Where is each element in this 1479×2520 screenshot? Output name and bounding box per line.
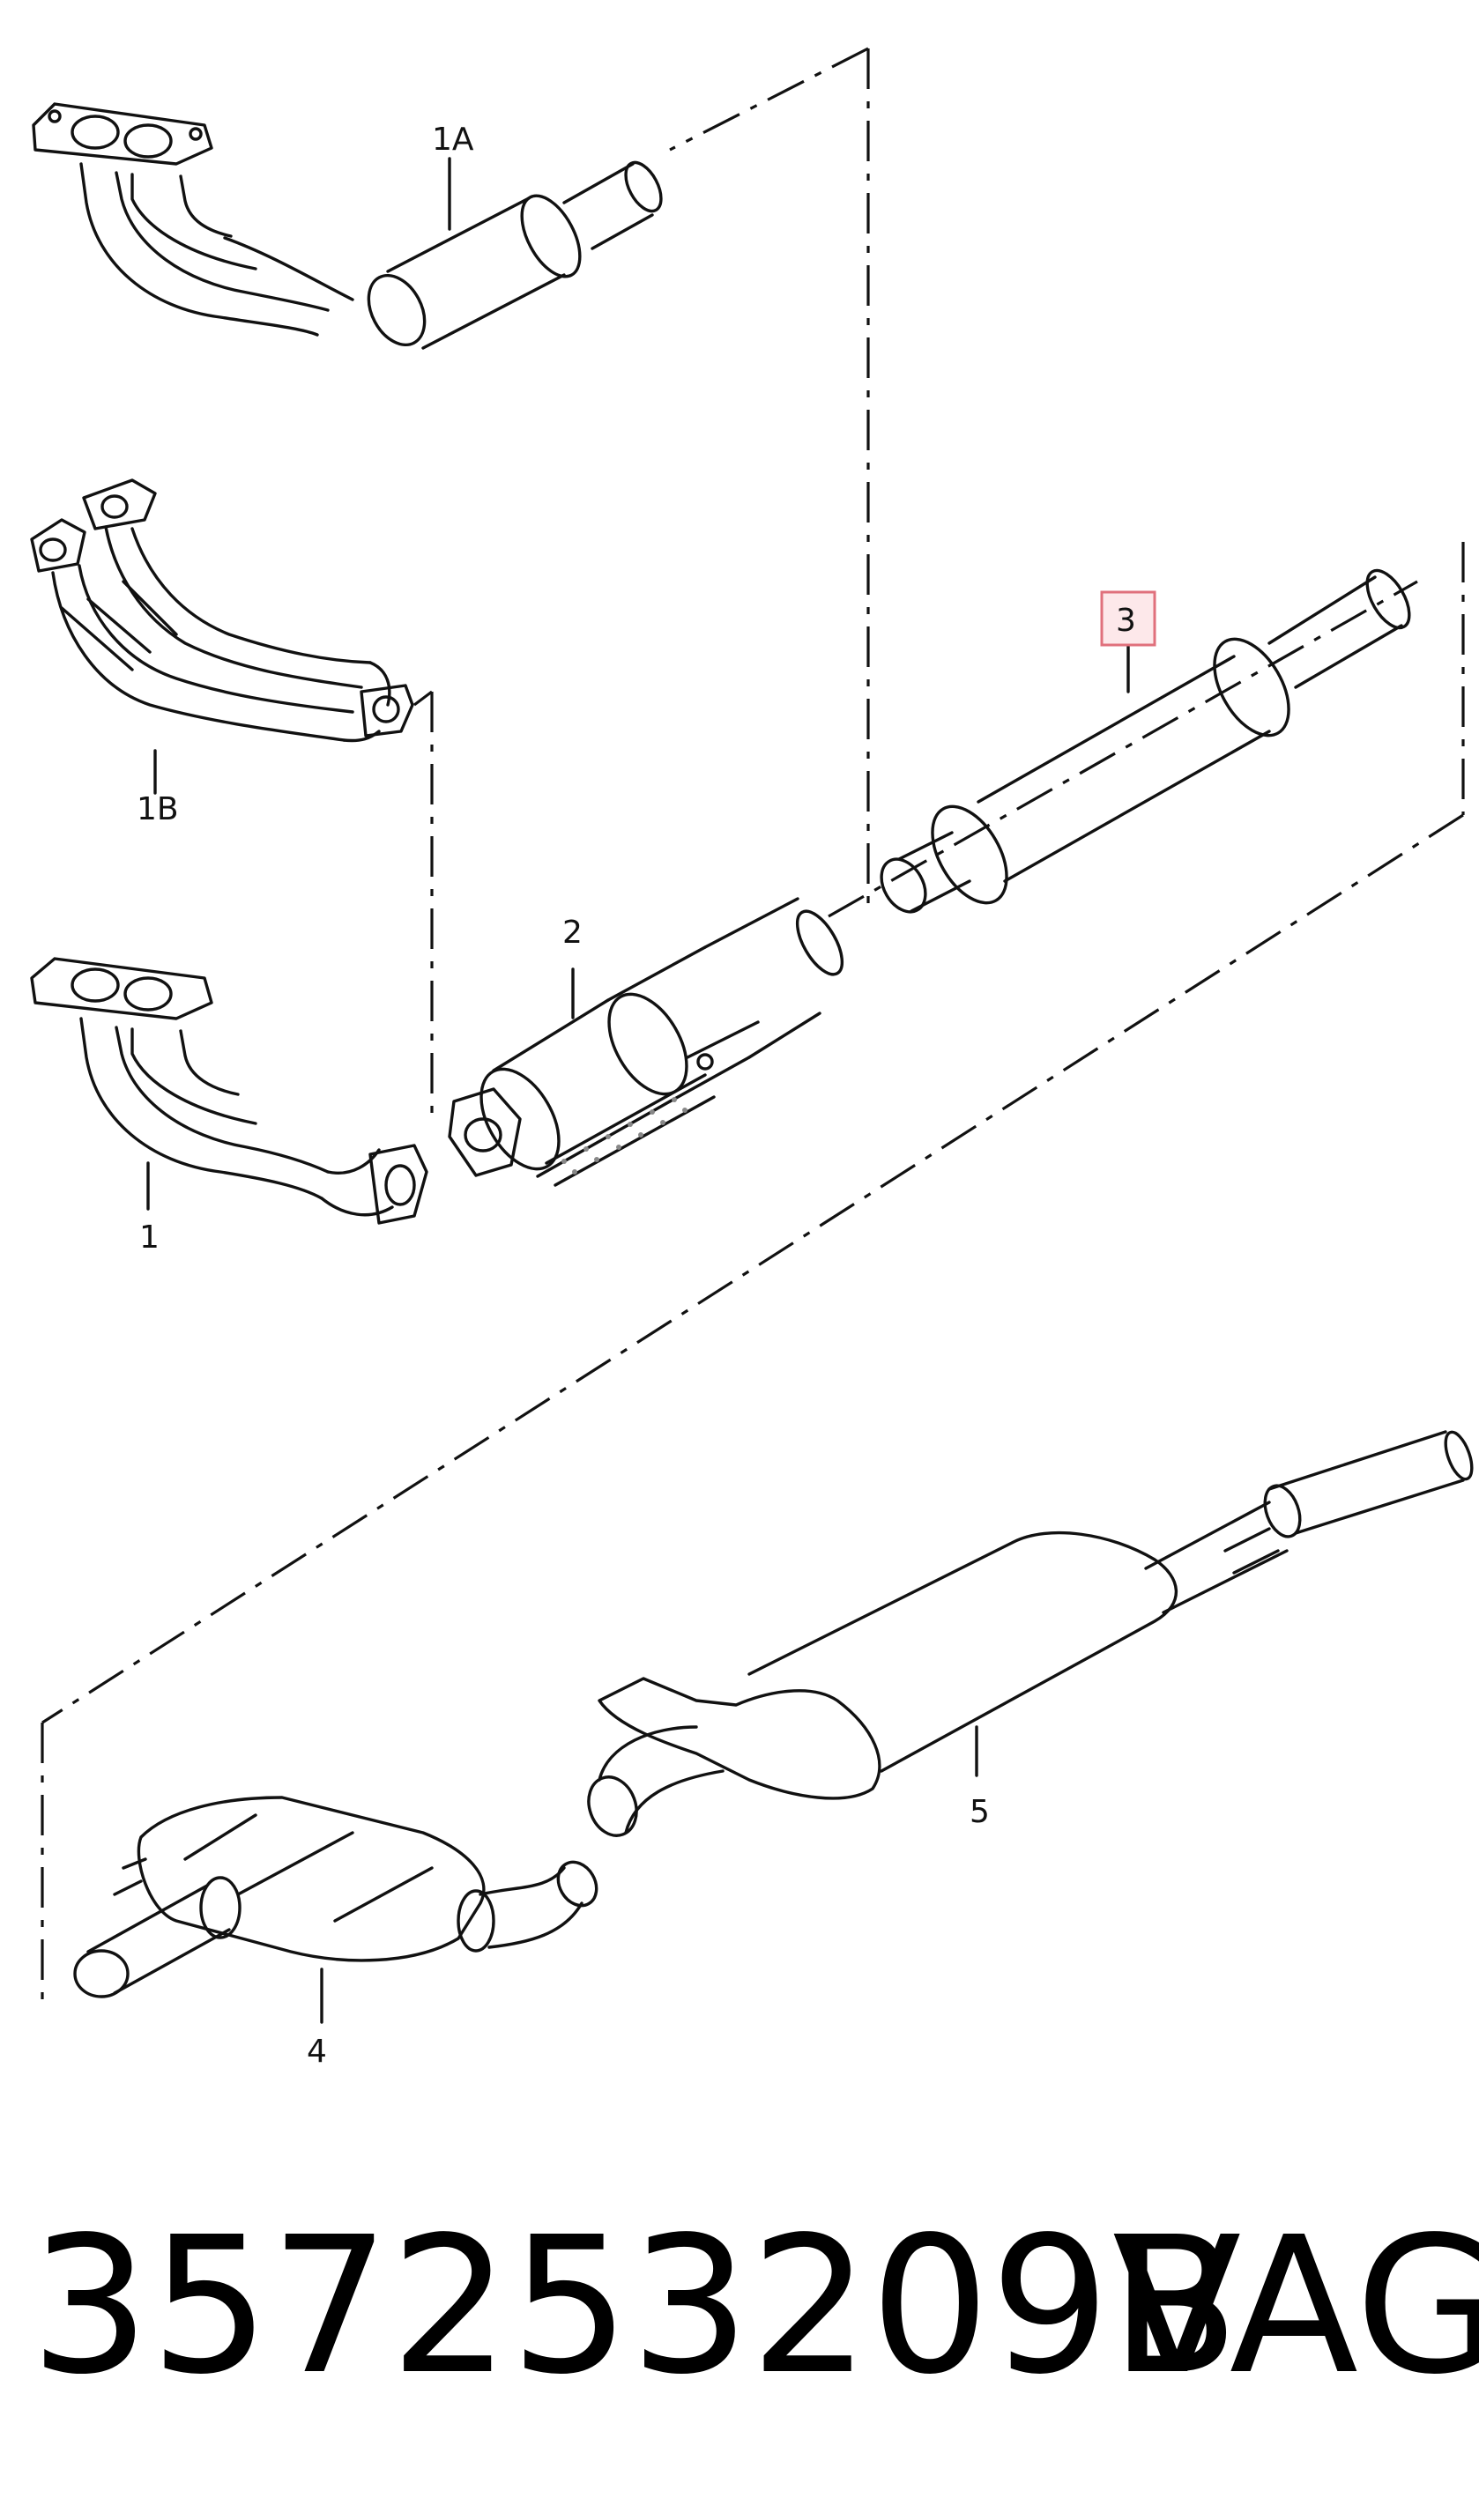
callout-1[interactable]: 1: [139, 1219, 160, 1256]
callout-2[interactable]: 2: [562, 915, 583, 951]
part-5-rear-muffler[interactable]: [581, 1429, 1477, 1842]
part-1b-header-manifold[interactable]: [30, 478, 414, 795]
svg-text:1B: 1B: [137, 791, 179, 827]
svg-text:1A: 1A: [432, 122, 474, 158]
svg-text:4: 4: [307, 2034, 327, 2070]
svg-text:1: 1: [139, 1219, 160, 1256]
catalytic-converter-heat-shield-dots: [561, 1097, 687, 1175]
part-2-catalytic-converter[interactable]: [448, 897, 851, 1187]
part-number-label: 357253209B: [30, 2197, 1240, 2416]
svg-text:2: 2: [562, 915, 583, 951]
callout-3-highlighted[interactable]: 3: [1100, 590, 1156, 647]
callout-1b[interactable]: 1B: [137, 791, 179, 827]
part-4-front-muffler[interactable]: [73, 1796, 604, 2024]
part-3-middle-muffler[interactable]: [873, 564, 1418, 920]
svg-text:5: 5: [970, 1794, 990, 1830]
part-1a-manifold-with-muffler[interactable]: [32, 102, 668, 354]
callout-4[interactable]: 4: [307, 2034, 327, 2070]
svg-text:3: 3: [1116, 603, 1136, 639]
callout-1a[interactable]: 1A: [432, 122, 474, 158]
dash-dot-outline: [41, 47, 1465, 2000]
part-1-exhaust-manifold[interactable]: [30, 957, 428, 1225]
callout-5[interactable]: 5: [970, 1794, 990, 1830]
brand-label: VAG: [1112, 2197, 1479, 2416]
